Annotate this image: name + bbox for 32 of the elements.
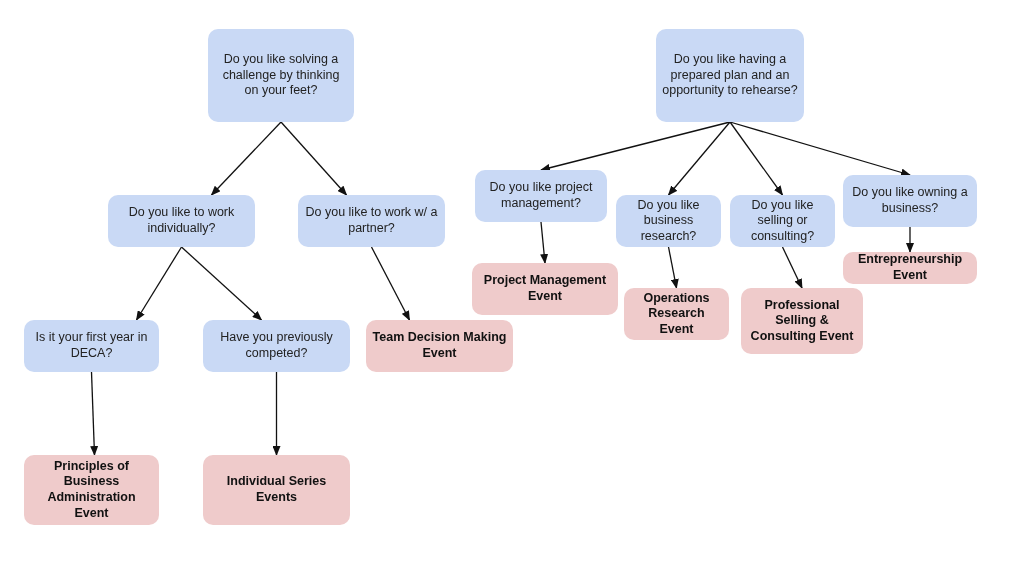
question-box: Do you like owning a business?: [843, 175, 977, 227]
arrow: [781, 246, 803, 289]
question-box: Have you previously competed?: [203, 320, 350, 372]
question-box: Do you like solving a challenge by thinking on your feet?: [208, 29, 354, 122]
arrow: [272, 371, 281, 456]
question-box: Do you like to work individually?: [108, 195, 255, 247]
question-box: Do you like project management?: [475, 170, 607, 222]
arrow: [729, 121, 911, 177]
event-box: Individual Series Events: [203, 455, 350, 525]
question-box: Do you like business research?: [616, 195, 721, 247]
question-box: Do you like selling or consulting?: [730, 195, 835, 247]
question-box: Do you like having a prepared plan and an opportunity to rehearse?: [656, 29, 804, 122]
event-box: Professional Selling & Consulting Event: [741, 288, 863, 354]
arrow: [90, 371, 99, 456]
arrow: [180, 246, 263, 321]
arrow: [280, 121, 348, 196]
arrow: [540, 221, 549, 264]
arrow: [540, 121, 731, 172]
event-box: Principles of Business Administration Event: [24, 455, 159, 525]
arrow: [667, 121, 731, 196]
event-box: Entrepreneurship Event: [843, 252, 977, 284]
question-box: Do you like to work w/ a partner?: [298, 195, 445, 247]
arrow: [370, 246, 411, 321]
question-box: Is it your first year in DECA?: [24, 320, 159, 372]
arrow: [667, 246, 679, 289]
event-box: Operations Research Event: [624, 288, 729, 340]
arrow: [135, 246, 183, 321]
arrow: [210, 121, 282, 196]
arrow: [906, 226, 914, 253]
arrow: [729, 121, 784, 196]
event-box: Team Decision Making Event: [366, 320, 513, 372]
event-box: Project Management Event: [472, 263, 618, 315]
